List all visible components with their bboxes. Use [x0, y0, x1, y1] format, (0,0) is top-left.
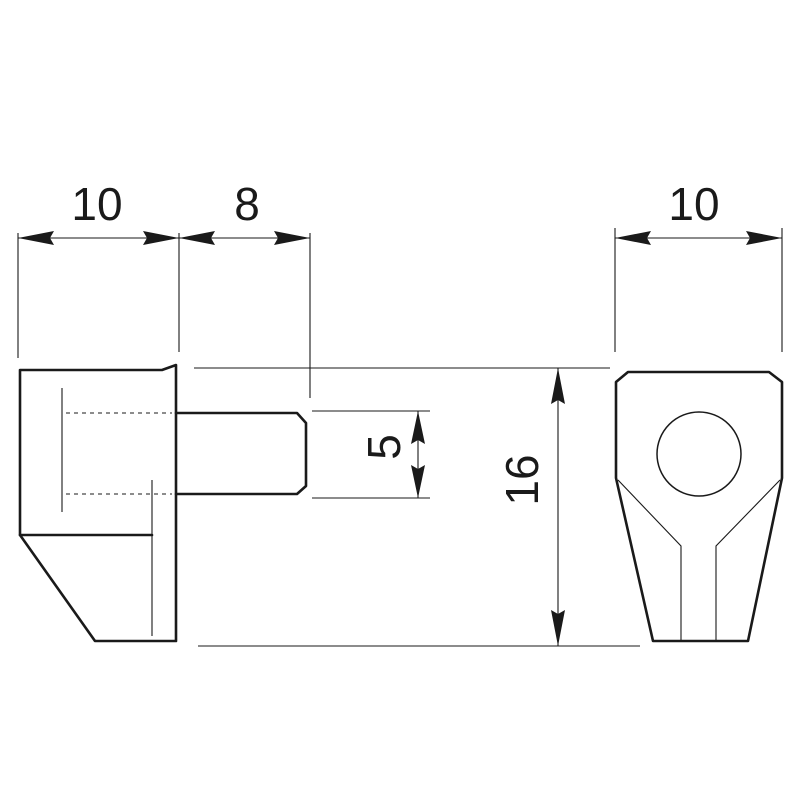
dim-label-pin-length: 8 — [234, 178, 260, 230]
extension-lines — [17, 228, 783, 647]
dim-label-height: 16 — [496, 454, 548, 505]
dim-label-front-width: 10 — [668, 178, 719, 230]
dimension-side-width: 10 — [18, 178, 179, 245]
dimension-height: 16 — [496, 368, 565, 646]
dimension-pin-diameter: 5 — [358, 411, 425, 498]
side-view — [18, 363, 308, 643]
dimension-front-width: 10 — [615, 178, 782, 245]
pin — [174, 411, 308, 496]
dim-label-side-width: 10 — [71, 178, 122, 230]
dim-label-pin-diameter: 5 — [358, 434, 410, 460]
dimension-pin-length: 8 — [179, 178, 310, 245]
hole-circle — [656, 411, 742, 497]
front-view — [614, 370, 784, 643]
